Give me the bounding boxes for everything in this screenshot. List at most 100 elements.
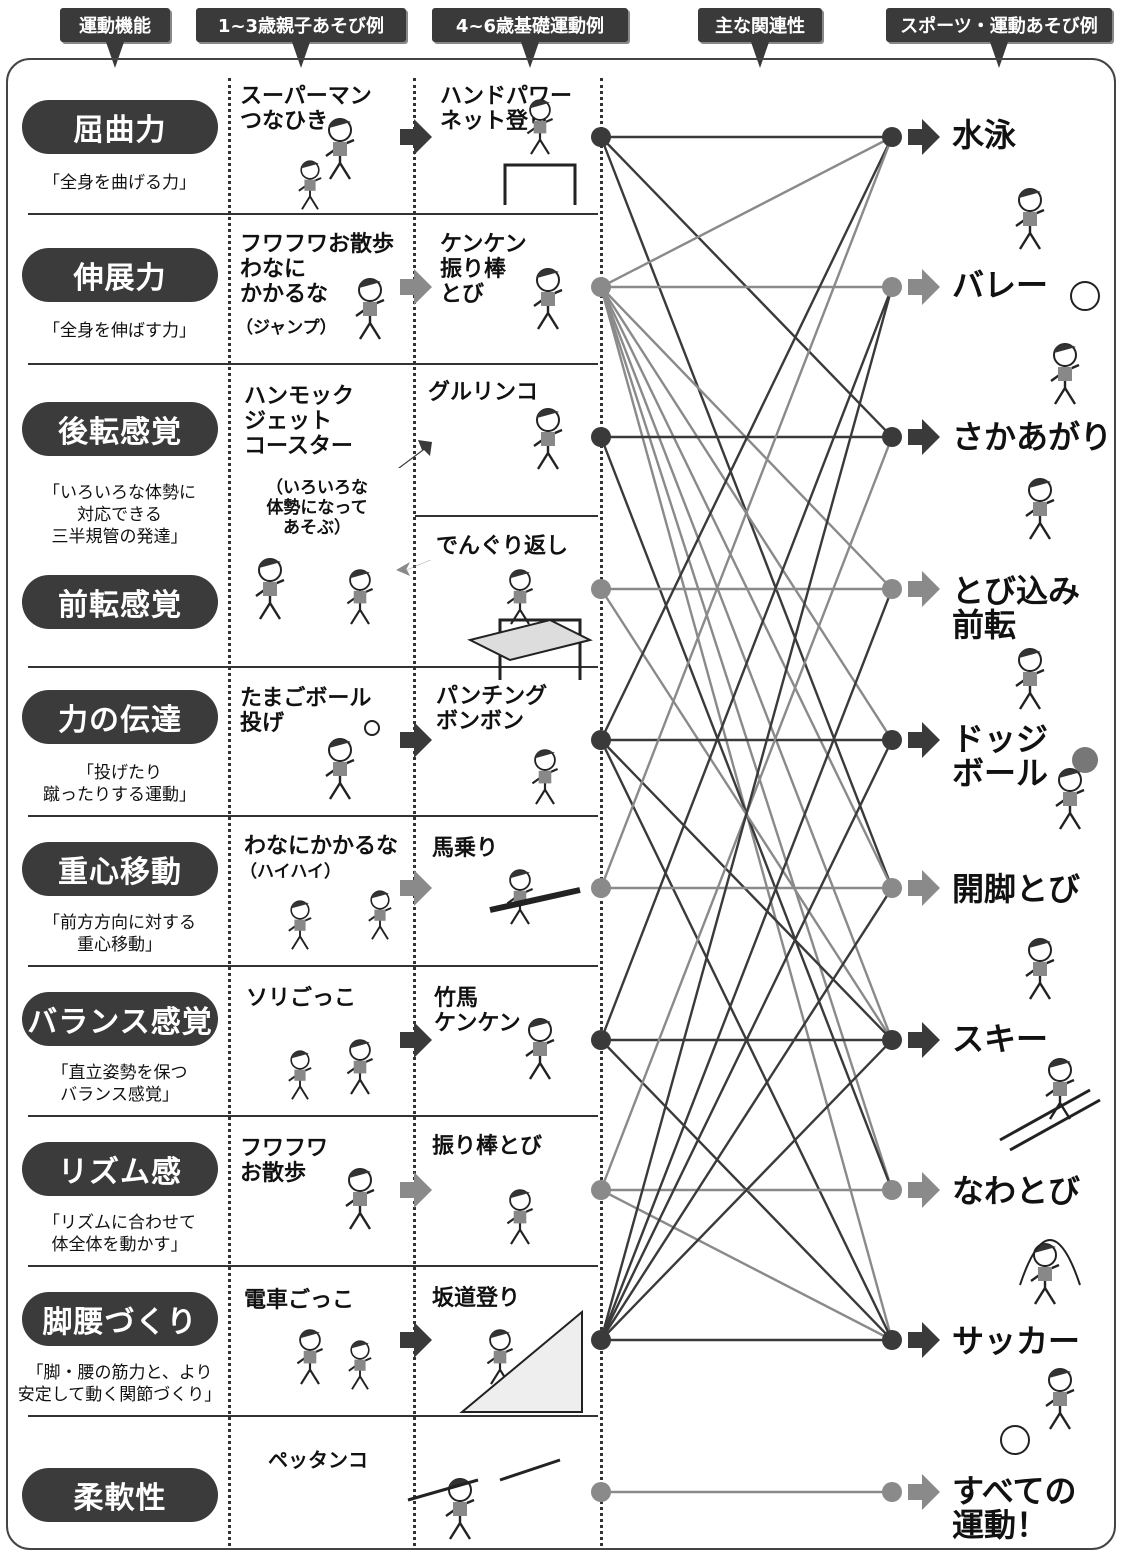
- function-balance: バランス感覚: [22, 992, 218, 1046]
- diagonal-arrow: [398, 440, 432, 468]
- sport-arrow: [908, 1172, 940, 1208]
- jump-rope-icon: [1019, 1239, 1081, 1286]
- right-node-dot: [882, 1330, 902, 1350]
- sport-arrow: [908, 1474, 940, 1510]
- row-divider: [28, 363, 598, 365]
- left-node-dot: [591, 1180, 611, 1200]
- activity-arrow: [400, 722, 432, 758]
- right-node-dot: [882, 127, 902, 147]
- relation-line: [599, 286, 894, 1341]
- child-figure-icon: [533, 268, 563, 330]
- activity-arrow: [400, 870, 432, 906]
- preschool-activity: 坂道登り: [432, 1286, 521, 1311]
- function-backward-roll: 後転感覚: [22, 402, 218, 456]
- sport-arrow: [908, 1322, 940, 1358]
- sport-arrow: [908, 419, 940, 455]
- row-divider: [28, 213, 598, 215]
- child-figure-icon: [345, 1168, 375, 1230]
- sport-ski: スキー: [952, 1020, 1049, 1058]
- right-node-dot: [882, 1482, 902, 1502]
- row-divider: [28, 1415, 598, 1417]
- preschool-activity: 竹馬 ケンケン: [434, 986, 521, 1036]
- child-figure-icon: [288, 1050, 312, 1100]
- toddler-activity: スーパーマン つなひき: [240, 84, 372, 134]
- left-node-dot: [591, 277, 611, 297]
- stretched-limbs-icon: [407, 1458, 561, 1502]
- activity-arrow: [400, 119, 432, 155]
- function-force-transfer: 力の伝達: [22, 690, 218, 744]
- function-extension: 伸展力: [22, 248, 218, 302]
- left-node-dot: [591, 1030, 611, 1050]
- column-divider: [600, 78, 603, 1546]
- relation-line: [600, 1039, 893, 1341]
- egg-ball-icon: [364, 720, 380, 736]
- sport-volleyball: バレー: [952, 266, 1049, 304]
- preschool-activity: 振り棒とび: [432, 1134, 543, 1159]
- function-weight-shift: 重心移動: [22, 842, 218, 896]
- toddler-activity: ハンモック ジェット コースター: [244, 384, 355, 459]
- toddler-note: （ジャンプ）: [236, 318, 337, 338]
- sport-jump-rope: なわとび: [952, 1172, 1081, 1210]
- sport-arrow: [908, 870, 940, 906]
- relation-line: [599, 136, 894, 741]
- child-figure-icon: [525, 1018, 555, 1080]
- connection-dots: [591, 127, 902, 1502]
- sport-vault: 開脚とび: [952, 870, 1081, 908]
- skis-icon: [999, 1088, 1101, 1152]
- toddler-activity: ソリごっこ: [246, 986, 357, 1011]
- left-node-dot: [591, 427, 611, 447]
- preschool-activity: パンチング ボンボン: [436, 684, 548, 734]
- slope-icon: [459, 1309, 583, 1413]
- right-node-dot: [882, 878, 902, 898]
- function-rhythm: リズム感: [22, 1142, 218, 1196]
- illustrations: [255, 99, 1101, 1540]
- sport-pullover: さかあがり: [952, 418, 1113, 456]
- mat-icon: [467, 618, 593, 662]
- relation-line: [599, 887, 894, 1341]
- child-figure-icon: [1030, 1243, 1060, 1305]
- child-figure-icon: [1055, 768, 1085, 830]
- left-node-dot: [591, 127, 611, 147]
- toddler-activity: フワフワ お散歩: [240, 1136, 329, 1186]
- column-divider: [228, 78, 231, 1546]
- sport-arrow: [908, 119, 940, 155]
- child-figure-icon: [368, 890, 392, 940]
- function-force-transfer-desc: 「投げたり 蹴ったりする運動」: [43, 763, 196, 805]
- child-figure-icon: [486, 1329, 514, 1385]
- column-divider: [413, 78, 416, 1546]
- function-weight-shift-desc: 「前方方向に対する 重心移動」: [43, 913, 196, 955]
- right-node-dot: [882, 1030, 902, 1050]
- toddler-activity: フワフワお散歩 わなに かかるな: [240, 232, 395, 307]
- sport-dodgeball: ドッジ ボール: [952, 720, 1049, 792]
- soccer-ball-icon: [1000, 1425, 1030, 1455]
- child-figure-icon: [1015, 188, 1045, 250]
- preschool-activity: 馬乗り: [432, 836, 499, 861]
- child-figure-icon: [533, 408, 563, 470]
- child-figure-icon: [346, 1039, 374, 1095]
- sport-arrow: [908, 722, 940, 758]
- preschool-activity: ケンケン 振り棒 とび: [440, 232, 527, 307]
- toddler-activity: わなにかかるな: [244, 834, 399, 859]
- relation-line: [599, 286, 894, 1041]
- child-figure-icon: [288, 900, 312, 950]
- diagram-frame: [6, 58, 1116, 1550]
- relation-line: [600, 135, 893, 289]
- child-figure-icon: [506, 1189, 534, 1245]
- sport-arrow: [908, 1022, 940, 1058]
- function-legs-hips: 脚腰づくり: [22, 1292, 218, 1346]
- child-figure-icon: [298, 160, 322, 210]
- child-figure-icon: [325, 118, 355, 180]
- activity-arrow: [400, 1172, 432, 1208]
- right-node-dot: [882, 730, 902, 750]
- preschool-activity: でんぐり返し: [436, 534, 569, 559]
- function-backward-roll-desc: 「いろいろな体勢に 対応できる 三半規管の発達」: [43, 483, 196, 547]
- sport-soccer: サッカー: [952, 1322, 1081, 1360]
- toddler-activity: たまごボール 投げ: [240, 686, 372, 736]
- child-figure-icon: [1025, 478, 1055, 540]
- relation-line: [599, 136, 894, 889]
- left-node-dot: [591, 1482, 611, 1502]
- toddler-note: （いろいろな 体勢になって あそぶ）: [266, 478, 368, 538]
- left-node-dot: [591, 579, 611, 599]
- child-figure-icon: [296, 1329, 324, 1385]
- relation-line: [600, 739, 893, 1041]
